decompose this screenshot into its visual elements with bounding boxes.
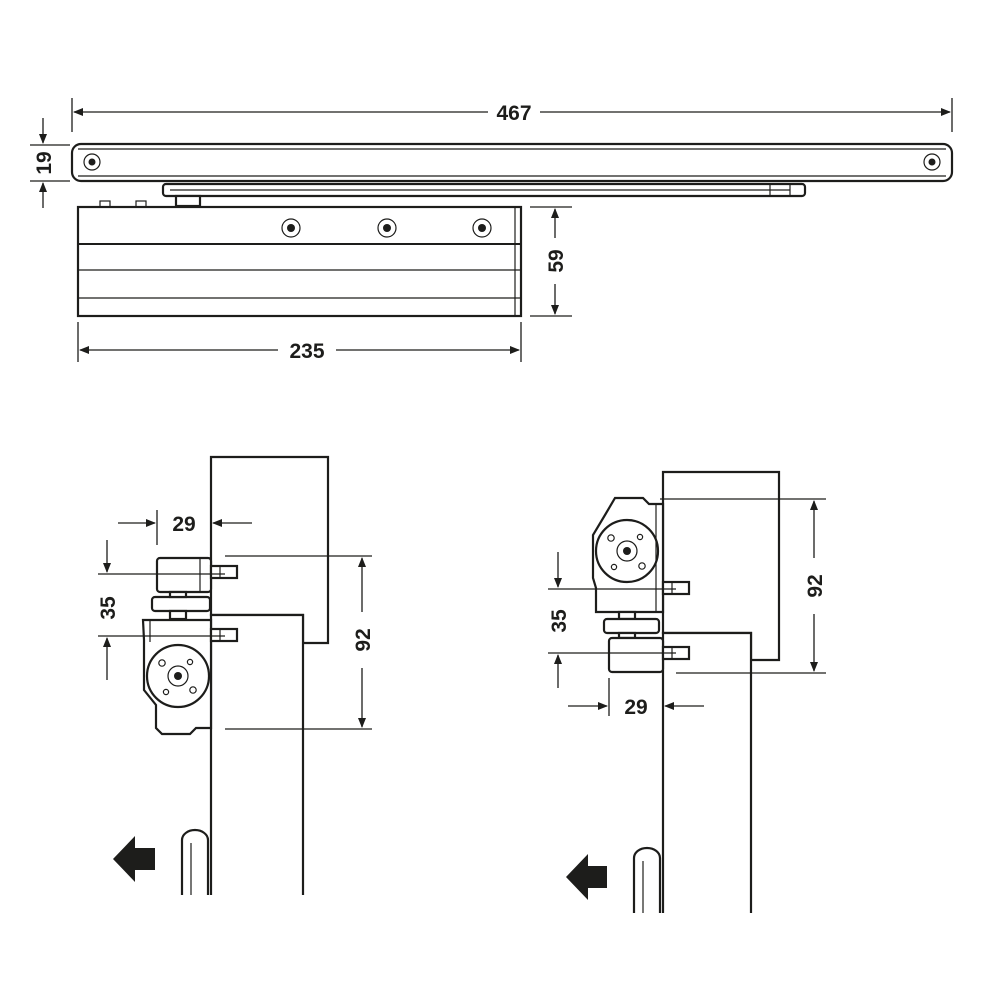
arm-link	[161, 182, 807, 208]
dimension-body-height: 59	[530, 206, 572, 317]
dimension-left-depth: 92	[225, 555, 375, 730]
left-frame-section	[209, 455, 330, 645]
left-hinge-pin	[180, 828, 210, 895]
left-rail-section	[150, 556, 239, 621]
left-door-leaf-section	[209, 613, 305, 895]
right-closer-section	[591, 496, 691, 614]
dim-label-left-29: 29	[172, 513, 195, 536]
left-closer-section	[141, 618, 239, 736]
right-frame-section	[661, 470, 781, 662]
right-hinge-pin	[632, 846, 662, 913]
dimension-arm-length: 467	[71, 98, 953, 132]
dim-label-467: 467	[496, 102, 531, 125]
dimension-right-depth: 92	[660, 498, 827, 674]
right-section-view: 92 35 29	[548, 470, 827, 913]
dimension-right-gap: 35	[548, 552, 676, 688]
dim-label-59: 59	[545, 249, 568, 272]
top-view: 467 19	[30, 98, 954, 363]
dimension-left-gap: 35	[97, 540, 225, 680]
arrow-left-icon	[113, 836, 155, 882]
closer-body	[76, 200, 523, 318]
dim-label-235: 235	[289, 340, 324, 363]
dim-label-right-92: 92	[804, 574, 827, 597]
dimension-arm-height: 19	[30, 118, 70, 208]
left-section-view: 29	[97, 455, 375, 895]
dim-label-left-35: 35	[97, 596, 120, 620]
dim-label-right-29: 29	[624, 696, 647, 719]
right-rail-section	[602, 610, 691, 674]
dim-label-left-92: 92	[352, 628, 375, 651]
right-door-leaf-section	[661, 631, 753, 913]
slide-rail	[70, 142, 954, 183]
dim-label-right-35: 35	[548, 609, 571, 633]
dim-label-19: 19	[33, 151, 56, 174]
dimension-body-length: 235	[77, 322, 522, 363]
dimension-right-offset: 29	[568, 678, 704, 719]
arrow-left-icon	[566, 854, 607, 900]
dimension-left-offset: 29	[118, 510, 252, 545]
